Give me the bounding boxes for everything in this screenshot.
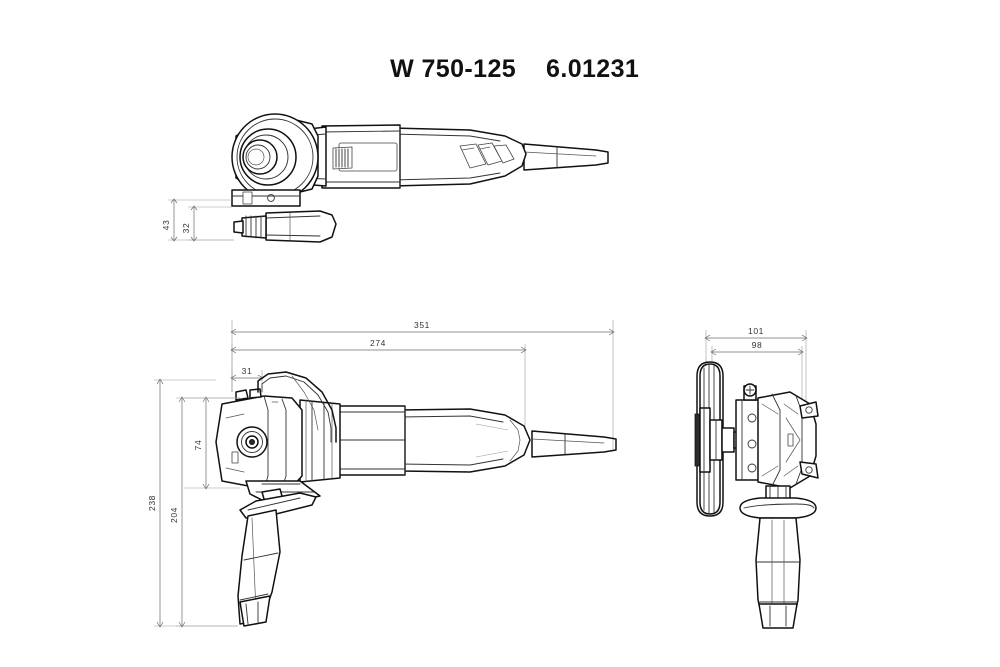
top-view-guard-collar (231, 189, 301, 207)
dim-351-label: 351 (414, 320, 430, 330)
dim-31-label: 31 (242, 366, 253, 376)
side-view-auxiliary-handle (237, 488, 317, 627)
top-view: 43 32 (161, 113, 609, 243)
front-view: 101 98 (694, 326, 819, 629)
side-view-gear-head (215, 388, 303, 490)
dim-32: 32 (181, 205, 234, 242)
front-view-gear-head (757, 391, 819, 489)
dim-101-label: 101 (748, 326, 764, 336)
side-view-power-cord (531, 430, 617, 458)
dim-274-label: 274 (370, 338, 386, 348)
dim-98-label: 98 (752, 340, 763, 350)
dim-74-label: 74 (193, 440, 203, 451)
top-view-motor-housing (391, 127, 527, 187)
dim-32-label: 32 (181, 223, 191, 234)
top-view-side-handle (233, 210, 337, 243)
dim-204-label: 204 (169, 507, 179, 523)
side-view-disc-guard (257, 371, 337, 443)
side-view-body (335, 405, 406, 476)
top-view-spindle-assembly (231, 113, 319, 201)
side-view-motor-body (399, 408, 531, 473)
front-view-auxiliary-handle (739, 497, 817, 629)
side-view-collar (299, 399, 341, 483)
title-model: W 750-125 (390, 55, 517, 83)
dim-238-label: 238 (147, 495, 157, 511)
side-view: 351 274 31 (147, 320, 617, 628)
top-view-power-cord (523, 143, 609, 171)
dim-204: 204 (169, 396, 240, 628)
front-view-guard-bracket (735, 383, 761, 481)
dim-43: 43 (161, 198, 234, 242)
dim-43-label: 43 (161, 220, 171, 231)
drawing-title: W 750-125 6.01231 (0, 26, 1000, 113)
title-article-number: 6.01231 (546, 55, 640, 83)
